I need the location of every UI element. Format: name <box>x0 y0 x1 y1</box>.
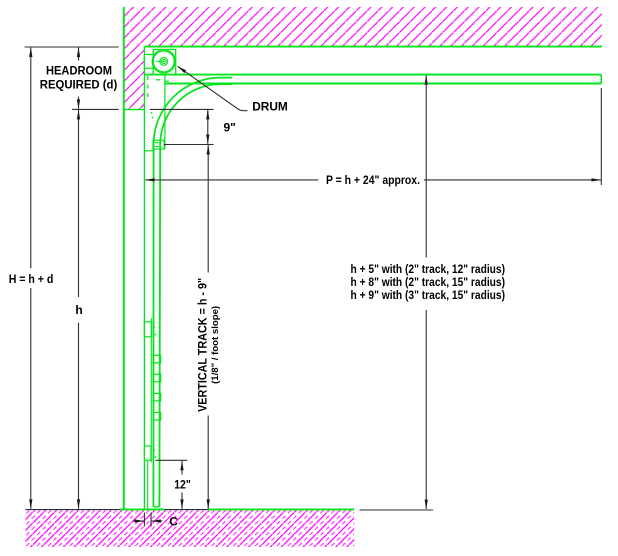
fastener-dot-1 <box>150 112 153 114</box>
track-curve-inner <box>159 83 232 145</box>
headroom-label-line1: HEADROOM <box>46 64 112 78</box>
drum-label: DRUM <box>252 99 288 113</box>
track-bolt-4 <box>152 411 162 421</box>
opening-height-label: h <box>75 303 82 317</box>
bracket-dot-2 <box>154 456 157 458</box>
labels: HEADROOM REQUIRED (d) DRUM 9" P = h + 24… <box>9 64 505 529</box>
fastener-dot-2 <box>151 116 154 119</box>
floor-hatch-area <box>25 510 355 547</box>
vertical-track-back-line <box>158 144 162 507</box>
track-curve-outer <box>152 76 232 145</box>
track-bolt-2 <box>152 373 162 383</box>
track-assembly <box>143 73 603 509</box>
slope-note-label: (1/8" / foot slope) <box>210 306 220 384</box>
total-height-label: H = h + d <box>9 272 54 286</box>
jamb-bracket-bottom <box>143 445 152 461</box>
jamb-bracket-middle <box>143 321 153 338</box>
track-bolt-1 <box>152 354 162 364</box>
side-clearance-label: C <box>169 514 178 528</box>
bracket-dot-4 <box>154 333 157 336</box>
drum-ring-circle <box>152 50 175 73</box>
bracket-dot-3 <box>153 326 156 328</box>
twelve-inch-label: 12" <box>174 477 191 491</box>
track-bolt-3 <box>152 392 162 402</box>
wall-hatch-area <box>123 7 602 110</box>
floor-section <box>25 508 433 547</box>
flag-bracket <box>152 139 165 150</box>
p-dimension-label: P = h + 24" approx. <box>326 173 420 187</box>
leader-drum <box>177 65 248 112</box>
note-label-line2: h + 8" with (2" track, 15" radius) <box>351 276 506 289</box>
wall-section <box>122 7 602 510</box>
vertical-track-label: VERTICAL TRACK = h - 9" <box>196 278 209 412</box>
bracket-dot-1 <box>153 449 156 451</box>
dimensions <box>24 46 602 527</box>
note-label-line3: h + 9" with (3" track, 15" radius) <box>351 289 506 302</box>
nine-inch-label: 9" <box>224 121 236 135</box>
headroom-label-line2: REQUIRED (d) <box>40 77 118 91</box>
note-label-line1: h + 5" with (2" track, 12" radius) <box>351 263 506 276</box>
drum-assembly <box>143 48 177 119</box>
drum-outer-circle <box>151 49 176 74</box>
